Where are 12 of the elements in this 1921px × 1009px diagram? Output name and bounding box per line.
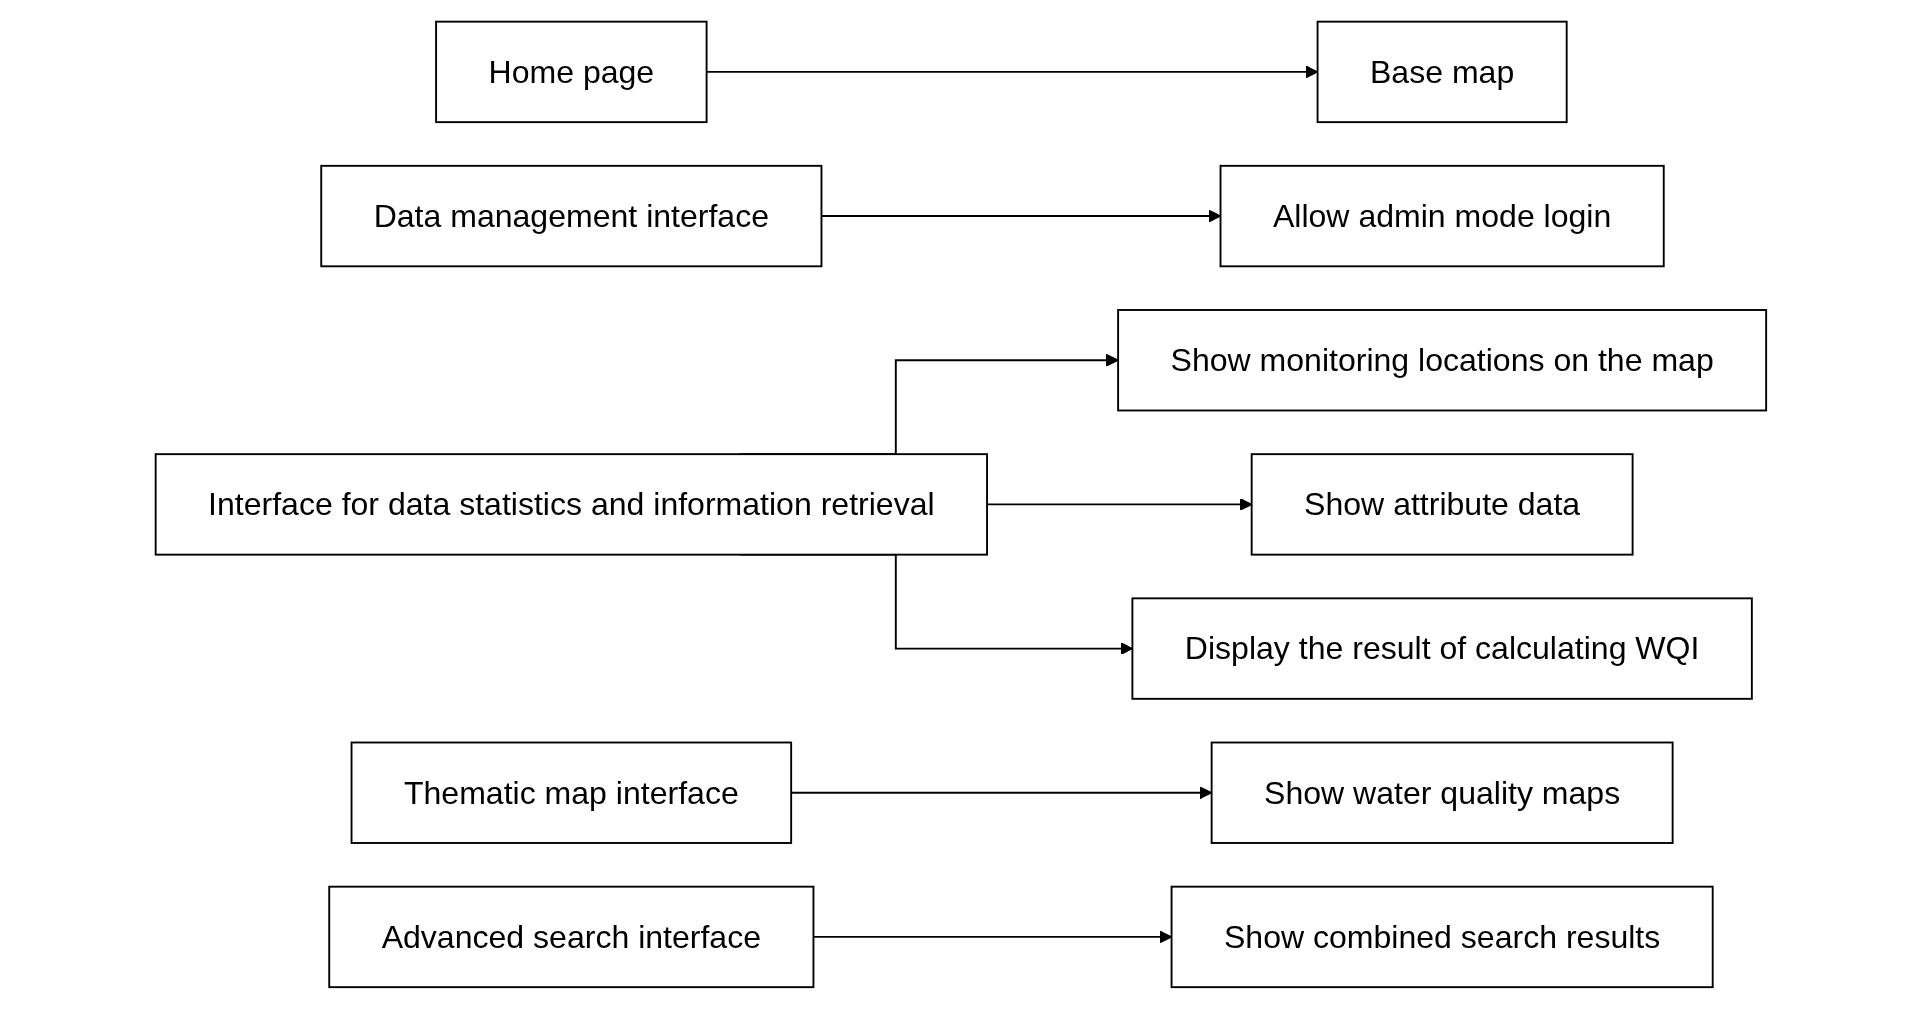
node-box: Show combined search results [1170,885,1714,989]
node-box: Home page [434,20,708,124]
node-box: Base map [1316,20,1568,124]
node-box: Data management interface [319,164,822,268]
node-box: Display the result of calculating WQI [1131,597,1753,700]
node-box: Show water quality maps [1210,741,1674,845]
node-box: Advanced search interface [327,885,814,989]
node-box: Allow admin mode login [1219,164,1665,268]
node-box: Show attribute data [1250,453,1634,556]
node-box: Interface for data statistics and information retrieval [154,453,988,556]
node-box: Show monitoring locations on the map [1116,309,1767,412]
node-box: Thematic map interface [350,741,792,845]
